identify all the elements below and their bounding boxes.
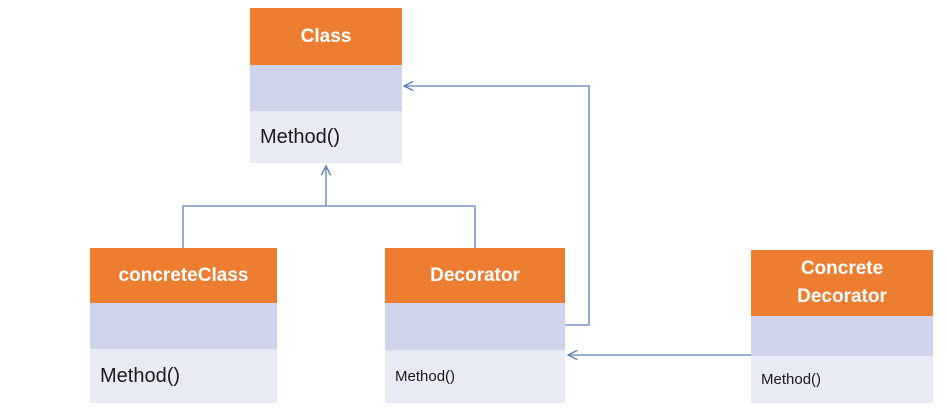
class-box: Class Method(): [250, 8, 402, 163]
decorator-box-header: Decorator: [385, 248, 565, 303]
decorator-box-name: Decorator: [430, 264, 520, 286]
concrete-class-box-header: concreteClass: [90, 248, 277, 303]
concrete-class-box-method: Method(): [100, 364, 181, 387]
class-box-methods: Method(): [250, 111, 402, 163]
concrete-class-box-name: concreteClass: [118, 264, 249, 286]
concrete-decorator-box-header: Concrete Decorator: [751, 250, 933, 316]
concrete-decorator-box-methods: Method(): [751, 356, 933, 403]
decorator-box-attributes: [385, 303, 565, 350]
decorator-box: Decorator Method(): [385, 248, 565, 403]
class-box-method: Method(): [260, 125, 341, 148]
inheritance-connector-concrete-class: [182, 205, 476, 248]
concrete-decorator-box: Concrete Decorator Method(): [751, 250, 933, 403]
concrete-decorator-box-name-line2: Decorator: [797, 286, 887, 307]
class-box-name: Class: [300, 25, 352, 47]
concrete-class-box: concreteClass Method(): [90, 248, 277, 403]
decorator-box-methods: Method(): [385, 350, 565, 403]
concrete-decorator-box-name-line1: Concrete: [800, 258, 884, 279]
concrete-decorator-box-attributes: [751, 316, 933, 356]
concrete-decorator-box-method: Method(): [761, 371, 822, 388]
concrete-class-box-methods: Method(): [90, 349, 277, 403]
concrete-class-box-attributes: [90, 303, 277, 349]
class-box-header: Class: [250, 8, 402, 65]
class-box-attributes: [250, 65, 402, 111]
decorator-box-method: Method(): [395, 368, 456, 385]
